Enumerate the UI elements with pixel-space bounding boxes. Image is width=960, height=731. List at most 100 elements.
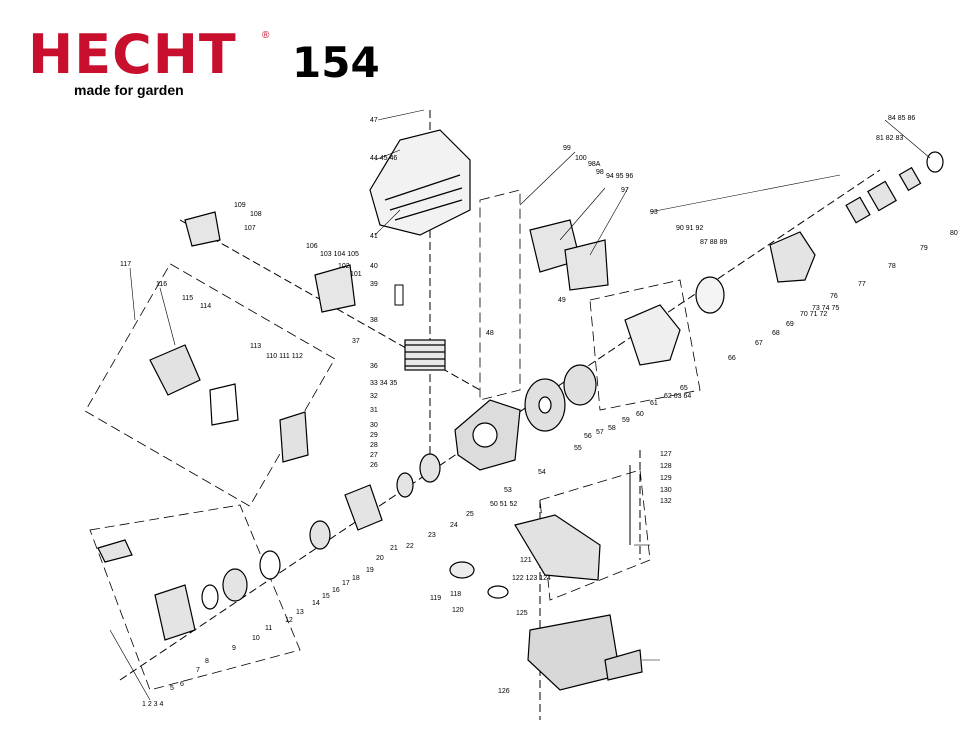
callout-label: 73 74 75 (812, 305, 839, 312)
air-filter-group-box (84, 263, 336, 507)
callout-label: 94 95 96 (606, 173, 633, 180)
callout-label: 60 (636, 411, 644, 418)
hecht-logo: HECHT ® made for garden (28, 23, 270, 99)
callout-label: 65 (680, 385, 688, 392)
callout-label: 66 (728, 355, 736, 362)
callout-label: 126 (498, 688, 510, 695)
brand-name: HECHT (28, 23, 237, 86)
muffler (529, 219, 609, 291)
callout-label: 15 (322, 593, 330, 600)
callout-label: 7 (196, 667, 200, 674)
callout-label: 69 (786, 321, 794, 328)
callout-label: 49 (558, 297, 566, 304)
callout-label: 29 (370, 432, 378, 439)
callout-label: 106 (306, 243, 318, 250)
crankcase (454, 399, 521, 471)
cylinder-cover (369, 129, 471, 236)
callout-label: 128 (660, 463, 672, 470)
fan-housing (624, 304, 681, 366)
callout-label: 130 (660, 487, 672, 494)
callout-label: 54 (538, 469, 546, 476)
callout-label: 55 (574, 445, 582, 452)
callout-label: 50 51 52 (490, 501, 517, 508)
callout-label: 48 (486, 330, 494, 337)
flywheel (524, 378, 566, 432)
callout-label: 6 (180, 681, 184, 688)
callout-label: 18 (352, 575, 360, 582)
callout-label: 119 (430, 595, 441, 602)
callout-label: 25 (466, 511, 474, 518)
callout-label: 56 (584, 433, 592, 440)
callout-label: 70 71 72 (800, 311, 827, 318)
recoil-starter (97, 453, 441, 641)
callout-label: 20 (376, 555, 384, 562)
callout-label: 21 (390, 545, 398, 552)
spark-plug (394, 284, 631, 545)
callout-label: 84 85 86 (888, 115, 915, 122)
callout-label: 97 (621, 187, 629, 194)
callout-label: 98 (596, 169, 604, 176)
callout-label: 24 (450, 522, 458, 529)
callout-label: 115 (182, 295, 193, 302)
callout-label: 102 (338, 263, 350, 270)
clutch-housing (769, 231, 816, 283)
callout-label: 28 (370, 442, 378, 449)
brand-tagline: made for garden (74, 82, 184, 98)
leader-lines (109, 109, 931, 701)
callout-label: 40 (370, 263, 378, 270)
callout-label: 12 (285, 617, 293, 624)
callout-label: 16 (332, 587, 340, 594)
callout-label: 19 (366, 567, 374, 574)
callout-label: 122 123 124 (512, 575, 551, 582)
callout-label: 38 (370, 317, 378, 324)
callout-label: 108 (250, 211, 262, 218)
callout-label: 129 (660, 475, 672, 482)
callout-label: 113 (250, 343, 261, 350)
engine-base-cover (527, 614, 643, 691)
callout-label: 47 (370, 117, 378, 124)
callout-label: 76 (830, 293, 838, 300)
callout-label: 37 (352, 338, 360, 345)
callout-label: 61 (650, 400, 658, 407)
callout-label: 8 (205, 658, 209, 665)
callout-label: 127 (660, 451, 672, 458)
callout-label: 14 (312, 600, 320, 607)
clutch-drum (695, 276, 725, 314)
callout-label: 118 (450, 591, 461, 598)
model-number: 154 (292, 38, 380, 87)
callout-label: 90 91 92 (676, 225, 703, 232)
callout-label: 100 (575, 155, 587, 162)
callout-label: 120 (452, 607, 464, 614)
callout-label: 81 82 83 (876, 135, 903, 142)
callout-label: 68 (772, 330, 780, 337)
registered-mark: ® (262, 30, 270, 41)
callout-label: 31 (370, 407, 378, 414)
callout-label: 57 (596, 429, 604, 436)
callout-label: 53 (504, 487, 512, 494)
callout-label: 116 (156, 281, 167, 288)
shaft-coupling (845, 151, 944, 224)
carburetor (314, 264, 356, 313)
callout-label: 9 (232, 645, 236, 652)
callout-label: 26 (370, 462, 378, 469)
muffler-group-box (479, 189, 521, 401)
callout-label: 17 (342, 580, 350, 587)
callout-label: 62 63 64 (664, 393, 691, 400)
callout-label: 125 (516, 610, 528, 617)
callout-label: 101 (350, 271, 362, 278)
fan-cover-box (589, 279, 701, 411)
callout-label: 41 (370, 233, 378, 240)
fuel-tank (514, 514, 601, 581)
callout-label: 132 (660, 498, 672, 505)
air-filter-housing (149, 344, 309, 463)
fuel-cap (449, 561, 509, 599)
callout-label: 114 (200, 303, 211, 310)
callout-label: 87 88 89 (700, 239, 727, 246)
callout-label: 44 45 46 (370, 155, 397, 162)
callout-label: 80 (950, 230, 958, 237)
callout-label: 10 (252, 635, 260, 642)
callout-label: 23 (428, 532, 436, 539)
callout-label: 32 (370, 393, 378, 400)
callout-label: 22 (406, 543, 414, 550)
